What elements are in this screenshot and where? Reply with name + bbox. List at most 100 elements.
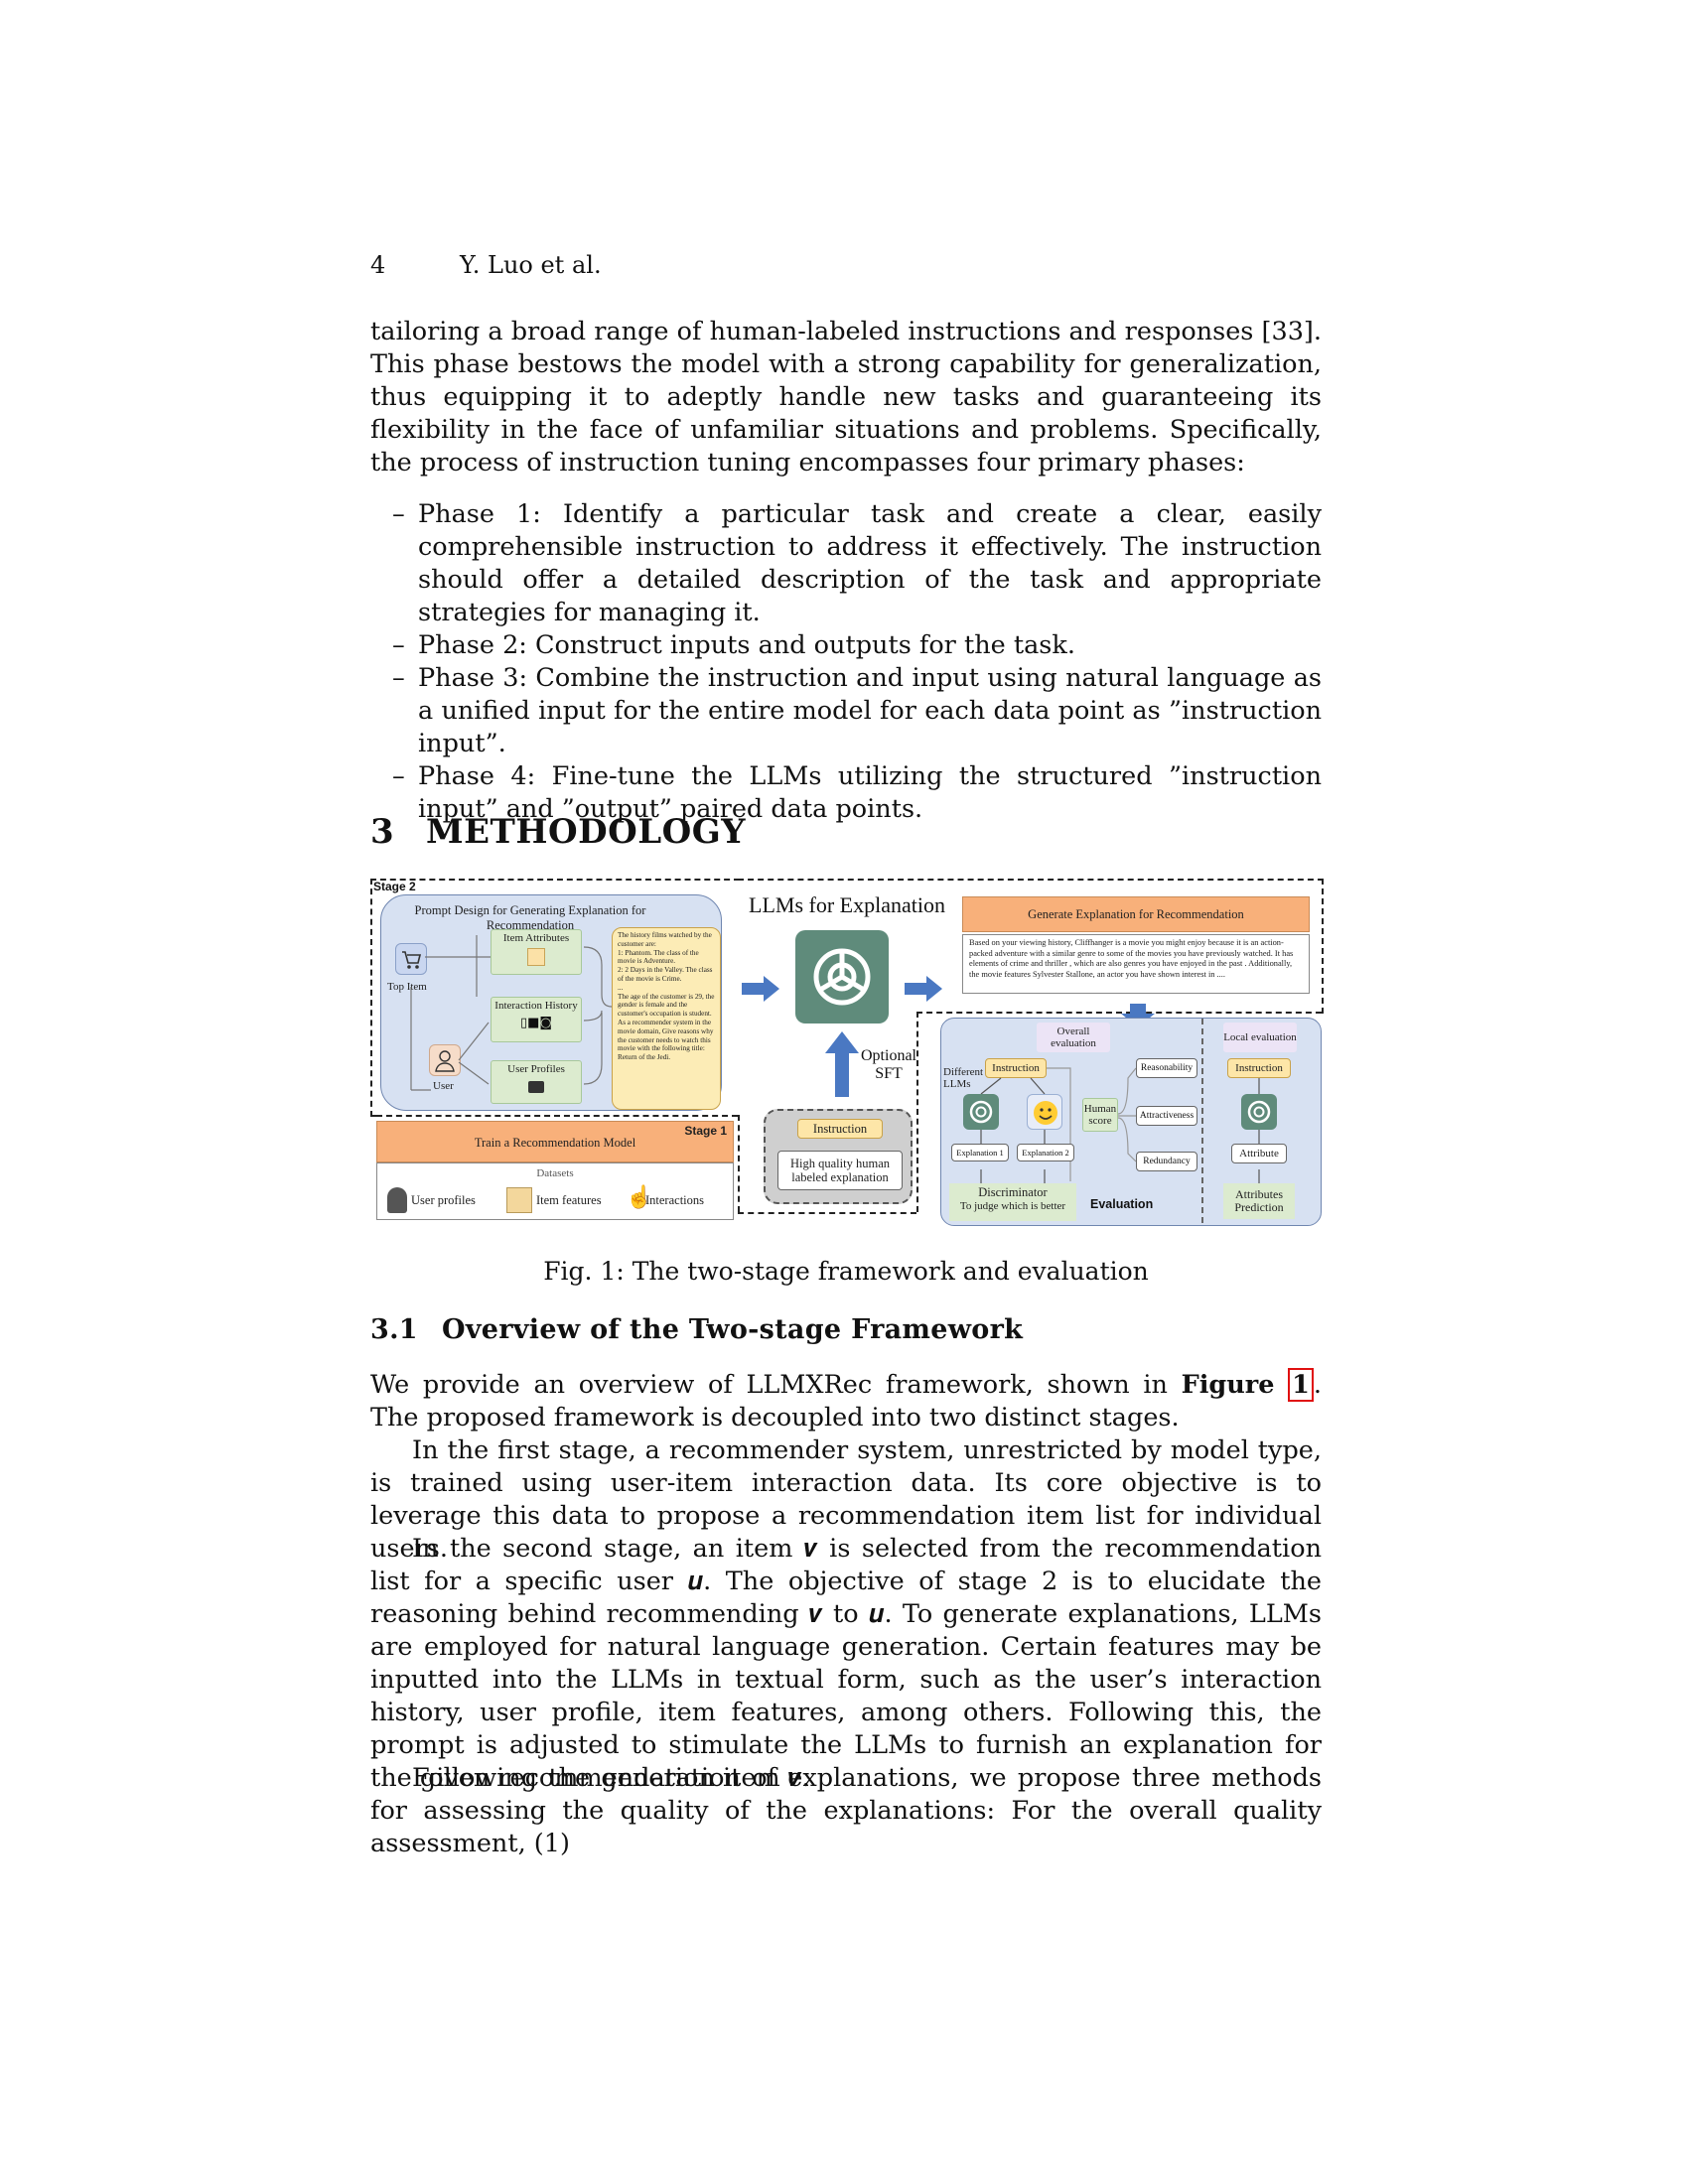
overview-paragraph-3: In the second stage, an item 𝒗 is select… [370,1533,1322,1795]
overview-p1-post: . The proposed framework is decoupled in… [370,1370,1323,1433]
discriminator-box: Discriminator To judge which is better [949,1183,1076,1221]
click-hand-icon: ☝ [626,1185,653,1210]
stage2-outline-right [916,1012,918,1212]
figure-ref-word: Figure [1181,1370,1275,1400]
section-heading: 3 METHODOLOGY [370,812,746,852]
sft-instruction: Instruction [797,1119,883,1139]
generated-explanation-text: Based on your viewing history, Cliffhang… [969,938,1294,979]
user-icon [429,1044,461,1076]
interaction-history-label: Interaction History [494,1000,578,1012]
id-card-icon [528,1081,544,1093]
generated-explanation-box: Based on your viewing history, Cliffhang… [962,934,1310,994]
llms-for-explanation-label: LLMs for Explanation [749,892,945,917]
datasets-label: Datasets [536,1167,574,1179]
intro-paragraph: tailoring a broad range of human-labeled… [370,317,1322,478]
figure-ref-link[interactable]: 1 [1288,1368,1314,1402]
prompt-text-box: The history films watched by the custome… [612,927,721,1110]
criterion-redundancy: Redundancy [1136,1152,1197,1171]
figure-caption: Fig. 1: The two-stage framework and eval… [543,1257,1149,1286]
local-instruction: Instruction [1227,1058,1291,1078]
different-llms-label: Different LLMs [943,1066,984,1090]
prompt-design-panel: Prompt Design for Generating Explanation… [380,894,722,1111]
subsection-heading: 3.1 Overview of the Two-stage Framework [370,1314,1023,1345]
local-evaluation-label: Local evaluation [1223,1023,1297,1052]
explanation1-box: Explanation 1 [951,1144,1009,1161]
train-model-title: Train a Recommendation Model [474,1136,636,1150]
stage2-outline-mid [376,1115,738,1117]
stage2-outline-edge [370,1115,376,1117]
prompt-line: 1: Phantom. The class of the movie is Ad… [618,948,699,966]
prompt-line: ... [618,983,624,992]
user-profiles-box: User Profiles [491,1060,582,1104]
attributes-prediction-box: Attributes Prediction [1223,1183,1295,1219]
human-score-box: Human score [1082,1098,1118,1132]
arrow-up-icon [825,1031,859,1097]
stage2-label: Stage 2 [373,880,416,893]
arrow-right-icon [742,976,779,1002]
overview-p2-text: In the first stage, a recommender system… [370,1435,1322,1564]
user-label: User [433,1080,454,1092]
stage2-outline-top [738,879,1324,1014]
dataset-item-features: Item features [536,1193,602,1207]
discriminator-sub: To judge which is better [959,1200,1066,1212]
item-features-icon [506,1187,532,1213]
person-icon [387,1187,407,1213]
phase-item: Phase 1: Identify a particular task and … [392,498,1322,629]
item-attributes-box: Item Attributes [491,929,582,975]
generate-explanation-title: Generate Explanation for Recommendation [962,896,1310,932]
section-title: METHODOLOGY [426,812,747,852]
phase-item: Phase 3: Combine the instruction and inp… [392,662,1322,760]
evaluation-panel: Overall evaluation Local evaluation Diff… [940,1018,1322,1226]
phase-list: Phase 1: Identify a particular task and … [392,498,1322,826]
eval-instruction: Instruction [985,1058,1047,1078]
user-profiles-label: User Profiles [507,1063,565,1075]
watch-icon: ◙ [539,1016,553,1030]
overall-evaluation-label: Overall evaluation [1037,1023,1110,1052]
stage2-outline [370,879,740,1117]
arrow-right-icon [905,976,942,1002]
llm-logo-icon [1241,1094,1277,1130]
overview-paragraph-4: Following the generation of explanations… [370,1762,1322,1860]
criterion-attractiveness: Attractiveness [1136,1106,1197,1126]
phase-item: Phase 2: Construct inputs and outputs fo… [392,629,1322,662]
llm-logo-icon [795,930,889,1024]
subsection-number: 3.1 [370,1314,418,1345]
stage2-outline-bottom [738,1212,916,1214]
prompt-connectors [410,935,613,1091]
subsection-title: Overview of the Two-stage Framework [442,1314,1024,1345]
criterion-reasonability: Reasonability [1136,1058,1197,1078]
evaluation-label: Evaluation [1090,1197,1154,1211]
overview-p4-text: Following the generation of explanations… [370,1763,1322,1858]
arrow-down-icon [1121,1004,1155,1027]
sft-data-box: Instruction High quality human labeled e… [764,1109,913,1204]
optional-sft-label: Optional SFT [861,1047,916,1082]
stage2-outline-down [738,1115,740,1212]
camera-icon: ■ [527,1016,540,1030]
shopping-cart-icon [395,943,427,975]
overview-p1-pre: We provide an overview of LLMXRec framew… [370,1370,1168,1400]
movie-poster-icon [527,948,545,966]
train-model-bar: Train a Recommendation Model Stage 1 [376,1121,734,1162]
prompt-line: The age of the customer is 29, the gende… [618,992,715,1019]
page-number: 4 [370,251,386,279]
prompt-line: As a recommender system in the movie dom… [618,1018,714,1062]
history-icons: ▯■◙ [492,1016,581,1030]
item-attributes-label: Item Attributes [502,932,570,944]
section-number: 3 [370,812,395,852]
attribute-box: Attribute [1231,1144,1287,1163]
phase-item: Phase 4: Fine-tune the LLMs utilizing th… [392,760,1322,826]
overview-paragraph-2: In the first stage, a recommender system… [370,1434,1322,1566]
framework-figure: Stage 2 Prompt Design for Generating Exp… [370,879,1324,1248]
bag-icon: ▯ [519,1016,528,1030]
stage2-outline-gen [916,1012,1322,1014]
explanation2-box: Explanation 2 [1017,1144,1074,1161]
sft-data-label: High quality human labeled explanation [777,1151,903,1190]
dataset-interactions: Interactions [645,1193,705,1207]
interaction-history-box: Interaction History ▯■◙ [491,997,582,1042]
overview-p3-text: In the second stage, an item 𝒗 is select… [370,1534,1322,1793]
prompt-line: 2: 2 Days in the Valley. The class of th… [618,966,713,983]
dataset-user-profiles: User profiles [411,1193,476,1207]
prompt-design-title: Prompt Design for Generating Explanation… [414,903,646,932]
hugging-face-icon [1027,1094,1062,1130]
